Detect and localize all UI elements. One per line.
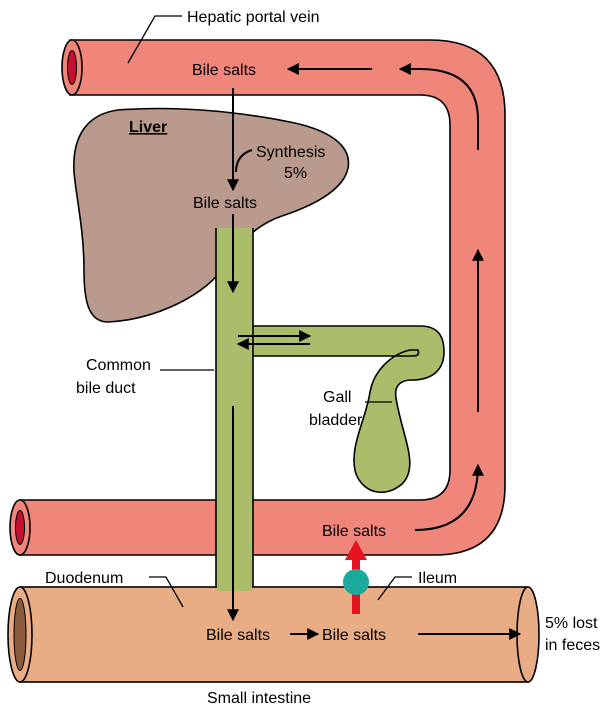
common-bile-duct: [216, 228, 253, 590]
bile-salts-vein-label: Bile salts: [322, 523, 386, 540]
synthesis-label: Synthesis: [256, 144, 325, 161]
gall-bladder: [253, 326, 444, 492]
intestine-end-right: [517, 587, 539, 682]
hepatic-portal-vein-label: Hepatic portal vein: [187, 9, 320, 26]
bile-salts-liver-label: Bile salts: [193, 195, 257, 212]
synthesis-percent-label: 5%: [284, 165, 307, 182]
lower-vein-lumen: [16, 511, 25, 545]
bile-salts-ileum-label: Bile salts: [322, 627, 386, 644]
gall-bladder-label-2: bladder: [309, 412, 363, 429]
intestine-lumen: [14, 599, 26, 671]
transporter-icon: [343, 569, 369, 595]
lost-feces-label-1: 5% lost: [545, 615, 598, 632]
bile-salts-portal-label: Bile salts: [192, 62, 256, 79]
lost-feces-label-2: in feces: [545, 637, 600, 654]
ileum-label: Ileum: [418, 570, 457, 587]
gall-bladder-label-1: Gall: [323, 389, 351, 406]
liver: [74, 109, 349, 323]
small-intestine-label: Small intestine: [207, 690, 311, 707]
liver-label: Liver: [129, 119, 167, 136]
common-bile-duct-label-2: bile duct: [76, 380, 136, 397]
duodenum-label: Duodenum: [45, 570, 123, 587]
bile-salts-duodenum-label: Bile salts: [206, 627, 270, 644]
common-bile-duct-label-1: Common: [86, 357, 151, 374]
portal-vein-lumen: [68, 51, 77, 85]
